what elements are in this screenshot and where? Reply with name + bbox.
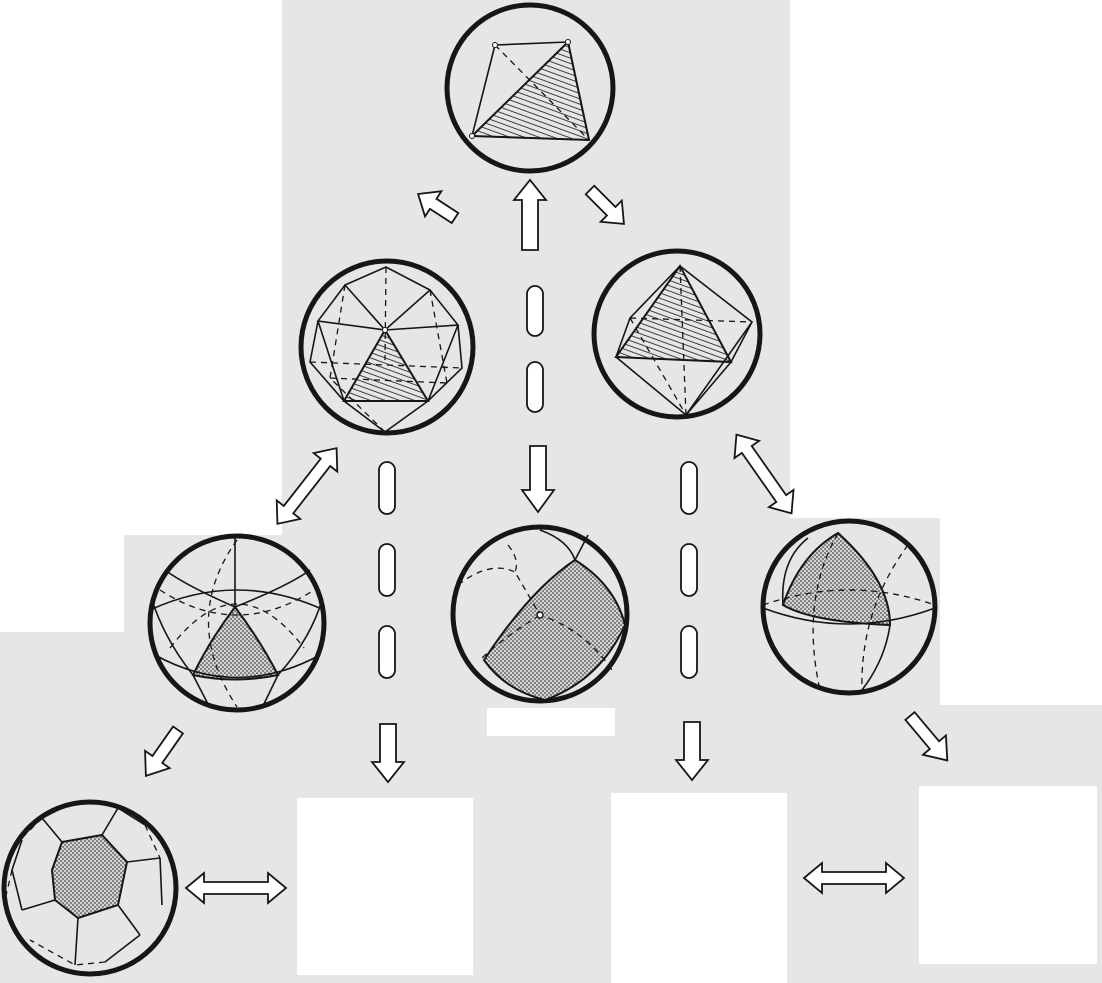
blank-panel-2 <box>611 793 787 983</box>
arrow-icosahedron-to-tetrahedron <box>512 178 548 251</box>
arrow-tetrahedron-to-octahedron <box>584 184 625 225</box>
blank-strip <box>487 708 615 736</box>
spherical-tetrahedron-node <box>450 524 630 704</box>
icosahedron-node <box>298 258 476 436</box>
octahedron-node <box>591 248 763 420</box>
arrow-to-blank-panel-1 <box>370 723 406 784</box>
blank-panel-3 <box>919 786 1097 964</box>
spherical-octahedron-node <box>760 518 938 696</box>
spherical-icosahedron-node <box>147 533 327 713</box>
double-arrow-blank-panels <box>802 861 906 895</box>
double-arrow-icosahedron-spherical <box>275 447 339 525</box>
dashed-connector-left <box>378 461 396 679</box>
double-arrow-dodecahedron-blank <box>184 871 288 905</box>
arrow-tetrahedron-to-icosahedron <box>416 190 460 225</box>
arrow-to-blank-panel-2 <box>674 721 710 782</box>
double-arrow-octahedron-spherical <box>733 433 795 515</box>
dashed-connector-right <box>680 461 698 679</box>
dashed-connector-center <box>526 285 544 413</box>
arrow-to-spherical-tetrahedron <box>520 445 556 514</box>
spherical-dodecahedron-node <box>1 799 179 977</box>
blank-panel-1 <box>297 798 473 975</box>
arrow-to-blank-panel-3 <box>904 710 949 762</box>
tetrahedron-node <box>444 2 616 174</box>
arrow-to-spherical-dodecahedron <box>144 725 185 778</box>
